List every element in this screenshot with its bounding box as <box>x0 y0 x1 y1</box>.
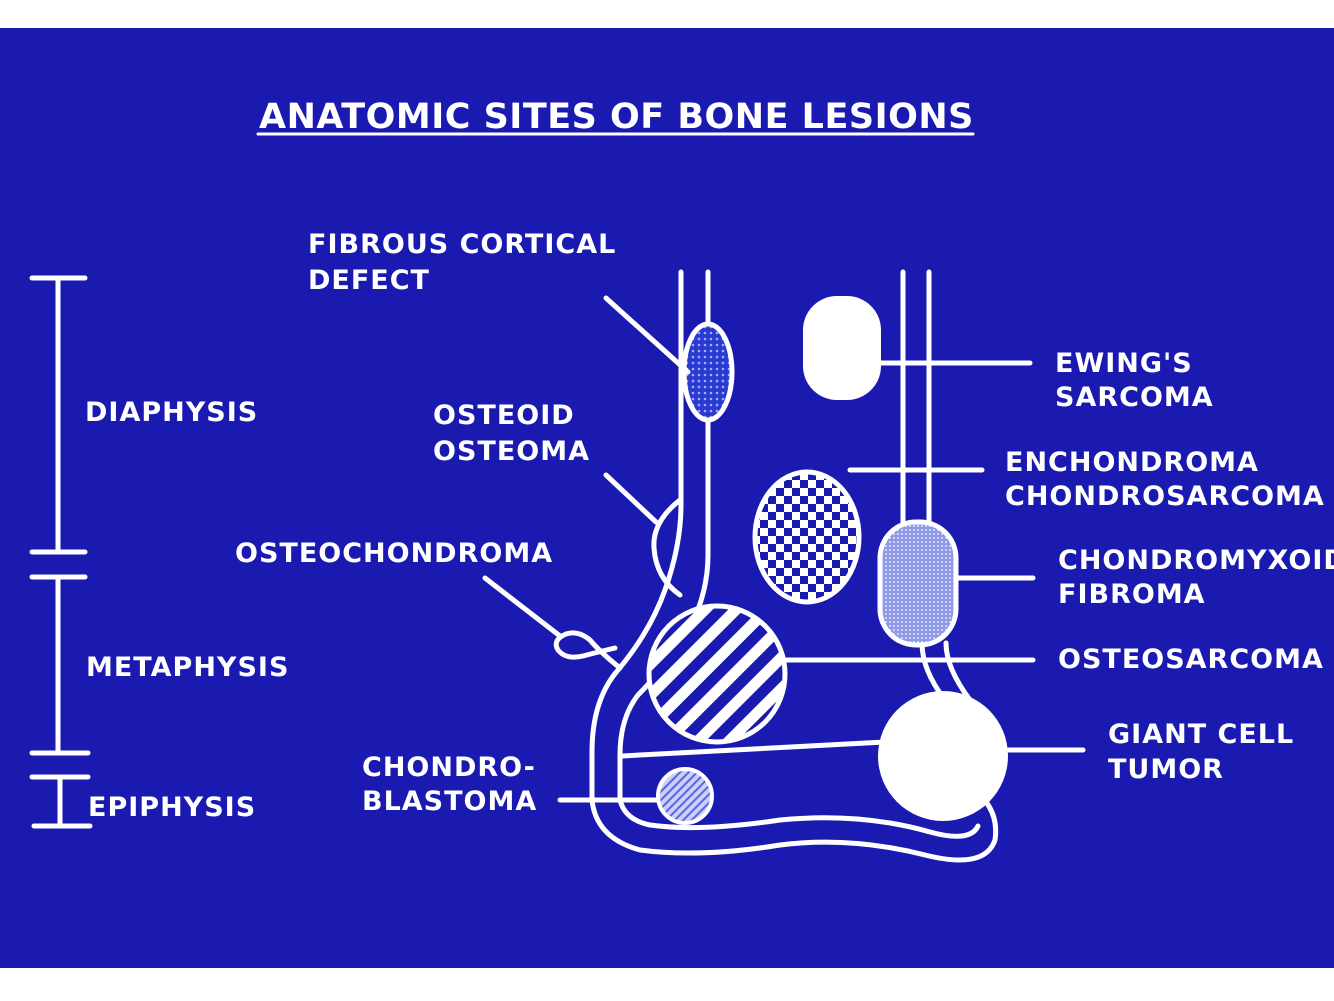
chondromyxoid-fibroma-lesion <box>877 519 959 648</box>
zone-scale <box>29 275 93 829</box>
fibrous-cortical-defect-lesion <box>681 321 735 423</box>
zone-label-metaphysis: METAPHYSIS <box>86 652 289 683</box>
osteoid-osteoma-lesion <box>651 497 683 598</box>
zone-label-epiphysis: EPIPHYSIS <box>88 792 256 823</box>
label-giant-cell-tumor: GIANT CELL TUMOR <box>1108 719 1305 785</box>
label-chondroblastoma: CHONDRO- BLASTOMA <box>362 752 546 817</box>
label-osteoid-osteoma: OSTEOID OSTEOMA <box>433 400 590 467</box>
pointer-lines <box>482 295 1086 803</box>
chondroblastoma-lesion <box>656 767 714 825</box>
label-enchondroma-chondrosarcoma: ENCHONDROMA CHONDROSARCOMA <box>1005 447 1325 512</box>
label-chondromyxoid-fibroma: CHONDROMYXOID FIBROMA <box>1058 545 1334 610</box>
diagram-title: ANATOMIC SITES OF BONE LESIONS <box>259 97 974 137</box>
label-osteochondroma: OSTEOCHONDROMA <box>235 538 553 569</box>
osteochondroma-lesion <box>553 630 623 671</box>
label-osteosarcoma: OSTEOSARCOMA <box>1058 644 1324 675</box>
enchondroma-lesion <box>752 469 862 605</box>
osteosarcoma-lesion <box>646 603 788 745</box>
label-ewings-sarcoma: EWING'S SARCOMA <box>1055 348 1214 413</box>
zone-label-diaphysis: DIAPHYSIS <box>85 397 258 428</box>
ewings-sarcoma-lesion <box>803 296 881 400</box>
giant-cell-tumor-lesion <box>878 691 1008 821</box>
label-fibrous-cortical-defect: FIBROUS CORTICAL DEFECT <box>308 229 627 296</box>
